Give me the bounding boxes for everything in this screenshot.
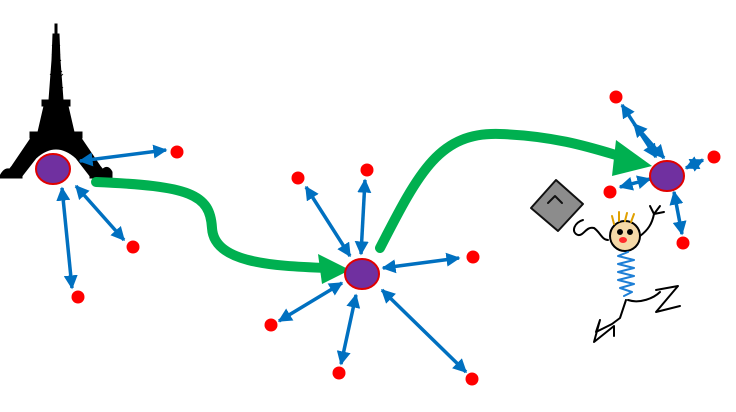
journey-arrow-middle-to-destination xyxy=(375,128,631,253)
spoke xyxy=(669,190,687,236)
tower-upper-section xyxy=(48,33,64,101)
spoke xyxy=(74,184,126,242)
leaf-node xyxy=(170,145,184,159)
leaf-node xyxy=(71,290,85,304)
tower-ground-trees xyxy=(0,165,113,179)
figure-spring-body xyxy=(617,251,635,297)
spoke xyxy=(380,288,468,374)
spoke xyxy=(78,144,168,167)
leaf-node xyxy=(264,318,278,332)
hub-node xyxy=(344,258,380,290)
leaf-node xyxy=(126,240,140,254)
leaf-node xyxy=(360,163,374,177)
spoke xyxy=(381,252,461,274)
bag-icon xyxy=(530,179,584,232)
eiffel-tower-icon xyxy=(0,23,113,179)
leaf-node xyxy=(676,236,690,250)
leaf-node xyxy=(466,250,480,264)
figure-left-arm xyxy=(572,219,609,241)
leaf-node xyxy=(603,185,617,199)
hub-node xyxy=(35,153,71,185)
figure-left-eye xyxy=(617,229,623,235)
figure-head xyxy=(609,220,641,252)
spoke xyxy=(618,175,652,191)
spoke xyxy=(632,122,666,160)
journey-arrowhead-middle xyxy=(318,254,350,284)
journey-arrow-origin-to-middle xyxy=(91,177,333,273)
tower-first-platform xyxy=(41,99,71,107)
leaf-node xyxy=(707,150,721,164)
spoke xyxy=(336,293,361,366)
figure-right-eye xyxy=(627,229,633,235)
figure-hair xyxy=(611,211,635,225)
figure-leg-line xyxy=(627,291,661,303)
tower-spire xyxy=(54,23,58,35)
leaf-node xyxy=(291,171,305,185)
figure-left-leg xyxy=(593,299,627,343)
tower-middle-section xyxy=(37,105,75,133)
middle-cluster xyxy=(264,163,480,386)
tower-second-platform xyxy=(29,131,83,139)
leaf-node xyxy=(465,372,479,386)
stick-figure-with-bag-icon xyxy=(530,179,681,343)
sleep-z-symbol xyxy=(655,285,681,313)
destination-cluster xyxy=(603,90,721,250)
spoke xyxy=(304,185,352,258)
spoke xyxy=(277,281,344,323)
tower-lattice xyxy=(49,44,64,89)
spoke xyxy=(354,178,372,256)
hub-node xyxy=(649,160,685,192)
figure-right-arm xyxy=(639,205,665,237)
spoke xyxy=(56,186,78,290)
leaf-node xyxy=(609,90,623,104)
journey-arrowhead-destination xyxy=(612,140,652,176)
figure-blush xyxy=(619,237,627,243)
leaf-node xyxy=(332,366,346,380)
origin-cluster xyxy=(35,144,184,304)
bag-handle xyxy=(547,195,563,204)
spoke xyxy=(684,156,705,172)
